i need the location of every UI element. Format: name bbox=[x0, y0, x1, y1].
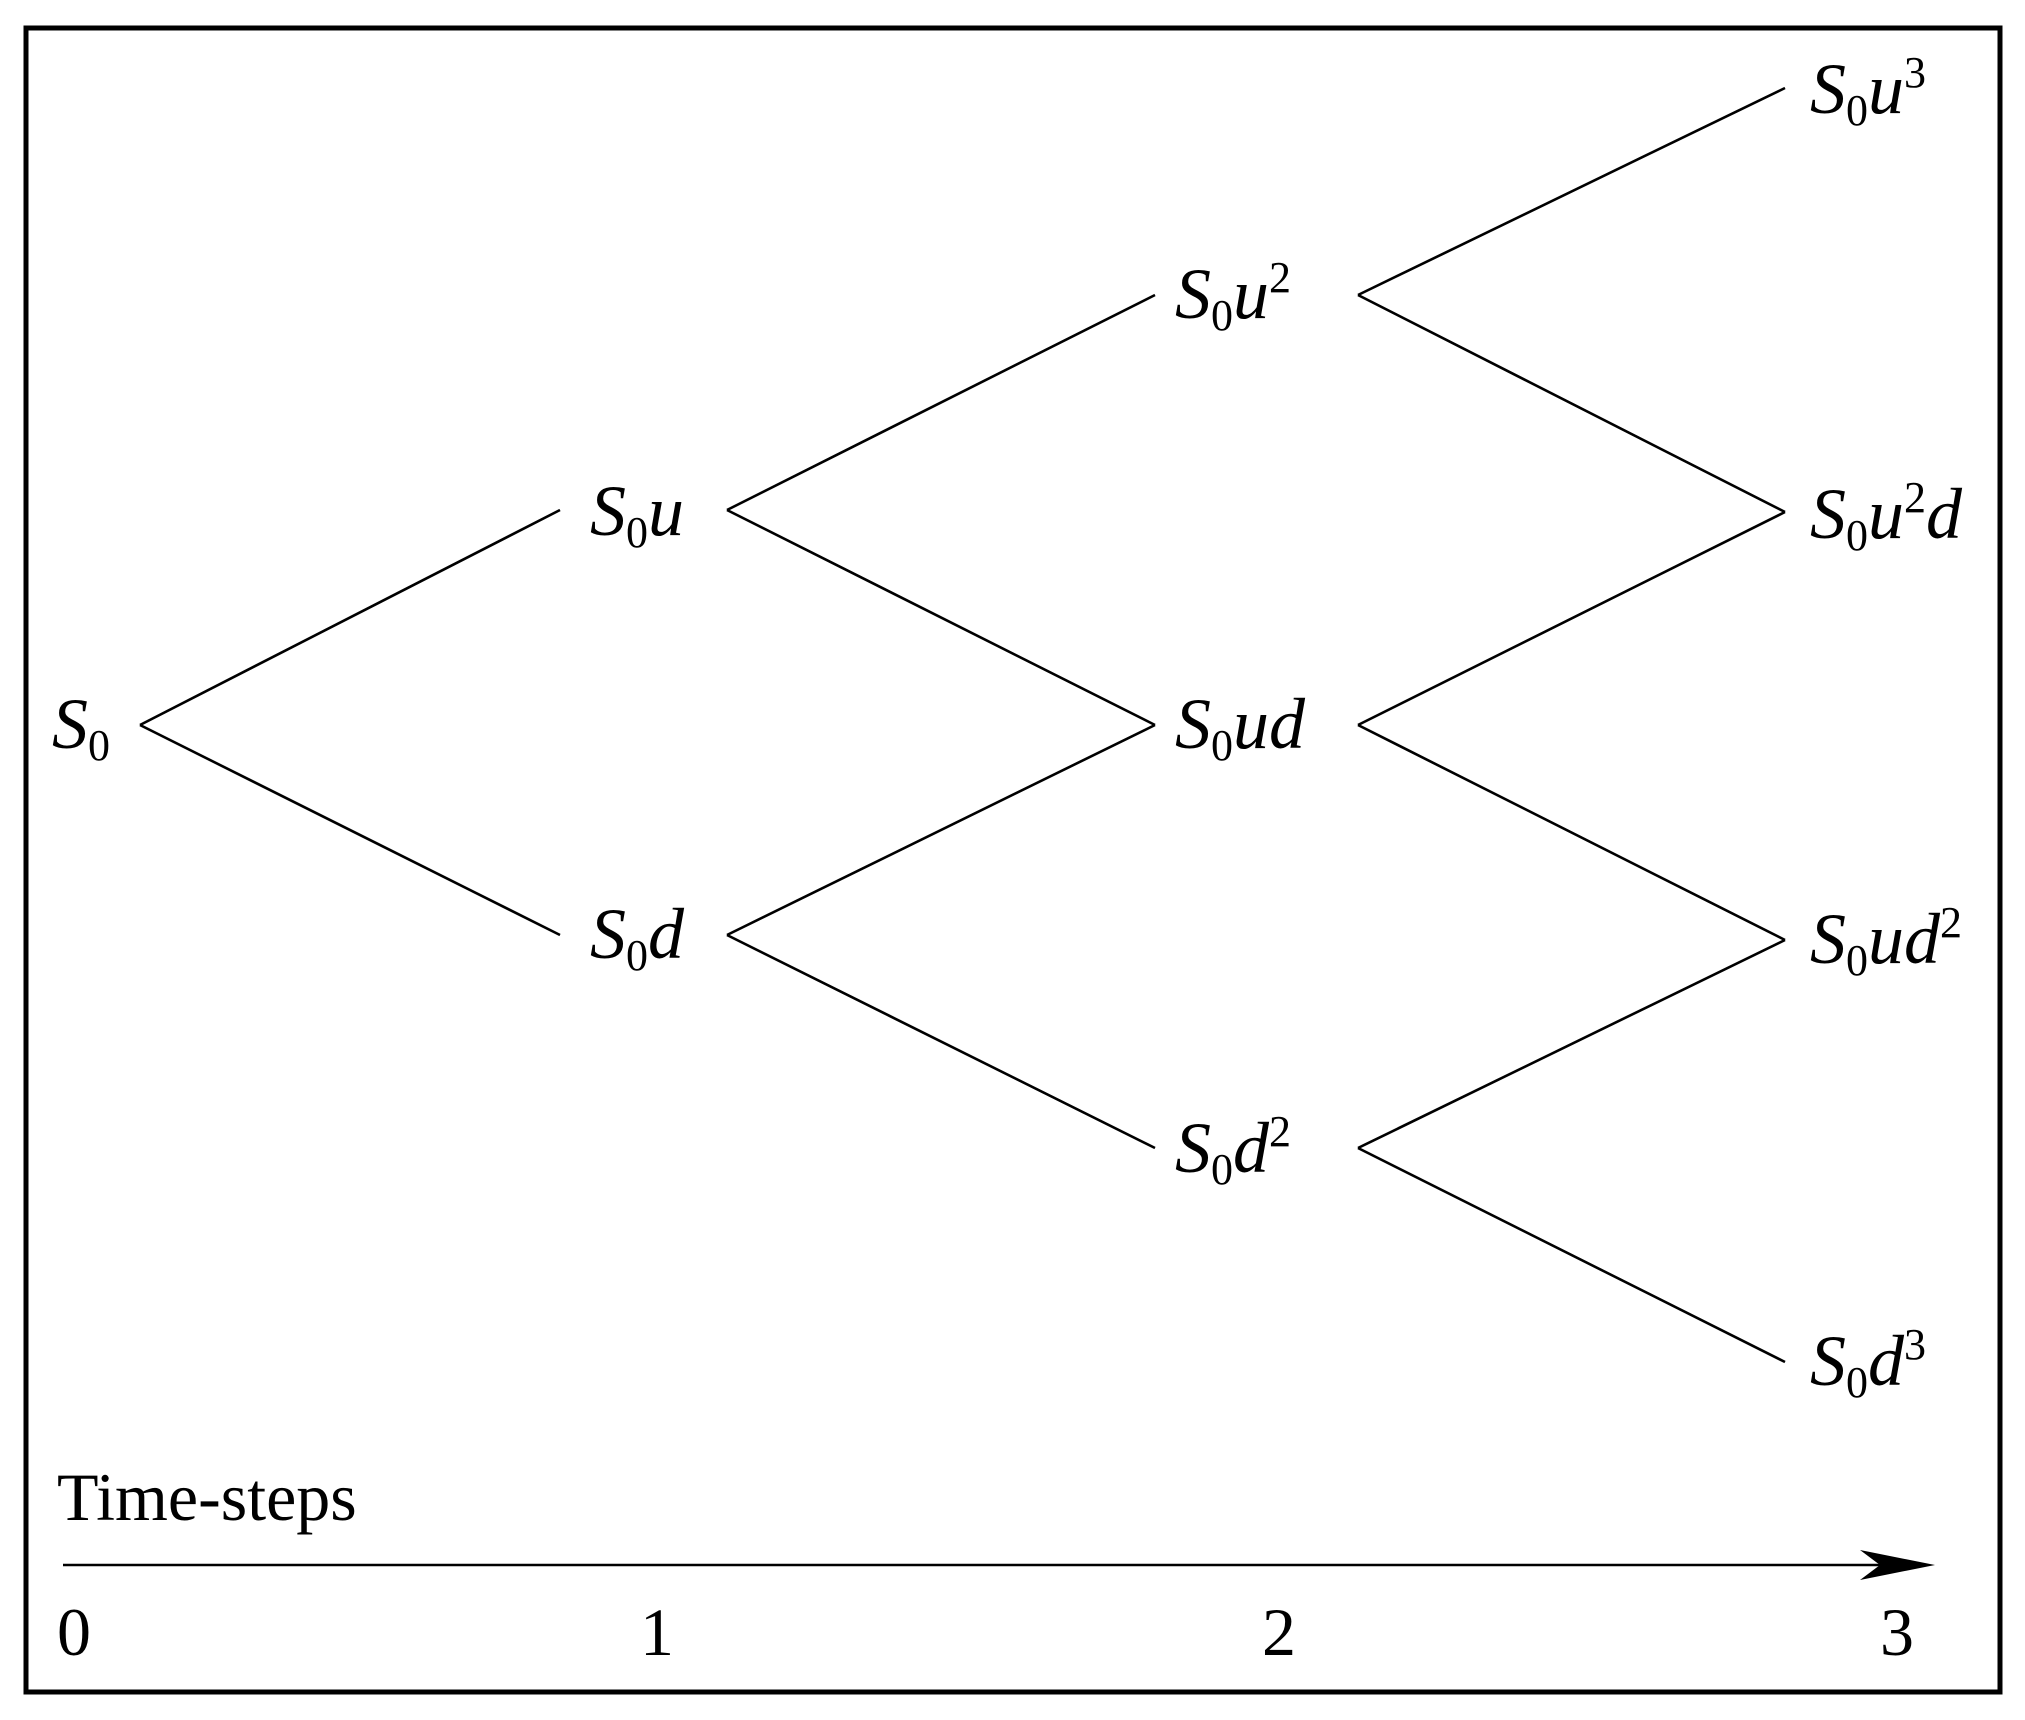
tree-edge bbox=[139, 723, 561, 937]
time-tick-label: 2 bbox=[1262, 1594, 1296, 1670]
time-tick-label: 1 bbox=[640, 1594, 674, 1670]
tree-node-n3ddd: S0d3 bbox=[1810, 1320, 1926, 1407]
diagram-border bbox=[23, 25, 2003, 1695]
tree-node-n1u: S0u bbox=[590, 471, 684, 557]
tree-node-n0: S0 bbox=[52, 684, 110, 770]
tree-edge bbox=[726, 723, 1156, 937]
tree-edge bbox=[1357, 723, 1786, 942]
time-steps-label: Time-steps bbox=[57, 1459, 357, 1535]
tree-node-n3uud: S0u2d bbox=[1810, 473, 1963, 560]
tree-edge bbox=[726, 508, 1156, 727]
tree-edge bbox=[726, 293, 1156, 512]
tree-edge bbox=[1357, 86, 1786, 297]
tree-edge bbox=[1357, 1146, 1786, 1364]
tree-node-n3uuu: S0u3 bbox=[1810, 48, 1926, 135]
tree-edge bbox=[1357, 510, 1786, 727]
tree-node-n2dd: S0d2 bbox=[1175, 1107, 1291, 1194]
time-axis-ticks: 0 1 2 3 bbox=[57, 1594, 1914, 1670]
tree-edge bbox=[1357, 293, 1786, 514]
tree-node-n2uu: S0u2 bbox=[1175, 253, 1291, 340]
tree-edge bbox=[139, 508, 561, 727]
time-tick-label: 3 bbox=[1880, 1594, 1914, 1670]
tree-edge bbox=[726, 933, 1156, 1150]
tree-node-n1d: S0d bbox=[590, 894, 685, 980]
time-tick-label: 0 bbox=[57, 1594, 91, 1670]
tree-edges bbox=[139, 86, 1786, 1364]
tree-edge bbox=[1357, 938, 1786, 1150]
time-axis-arrowhead bbox=[1860, 1550, 1935, 1580]
tree-node-n3udd: S0ud2 bbox=[1810, 898, 1962, 985]
tree-node-n2ud: S0ud bbox=[1175, 684, 1306, 770]
